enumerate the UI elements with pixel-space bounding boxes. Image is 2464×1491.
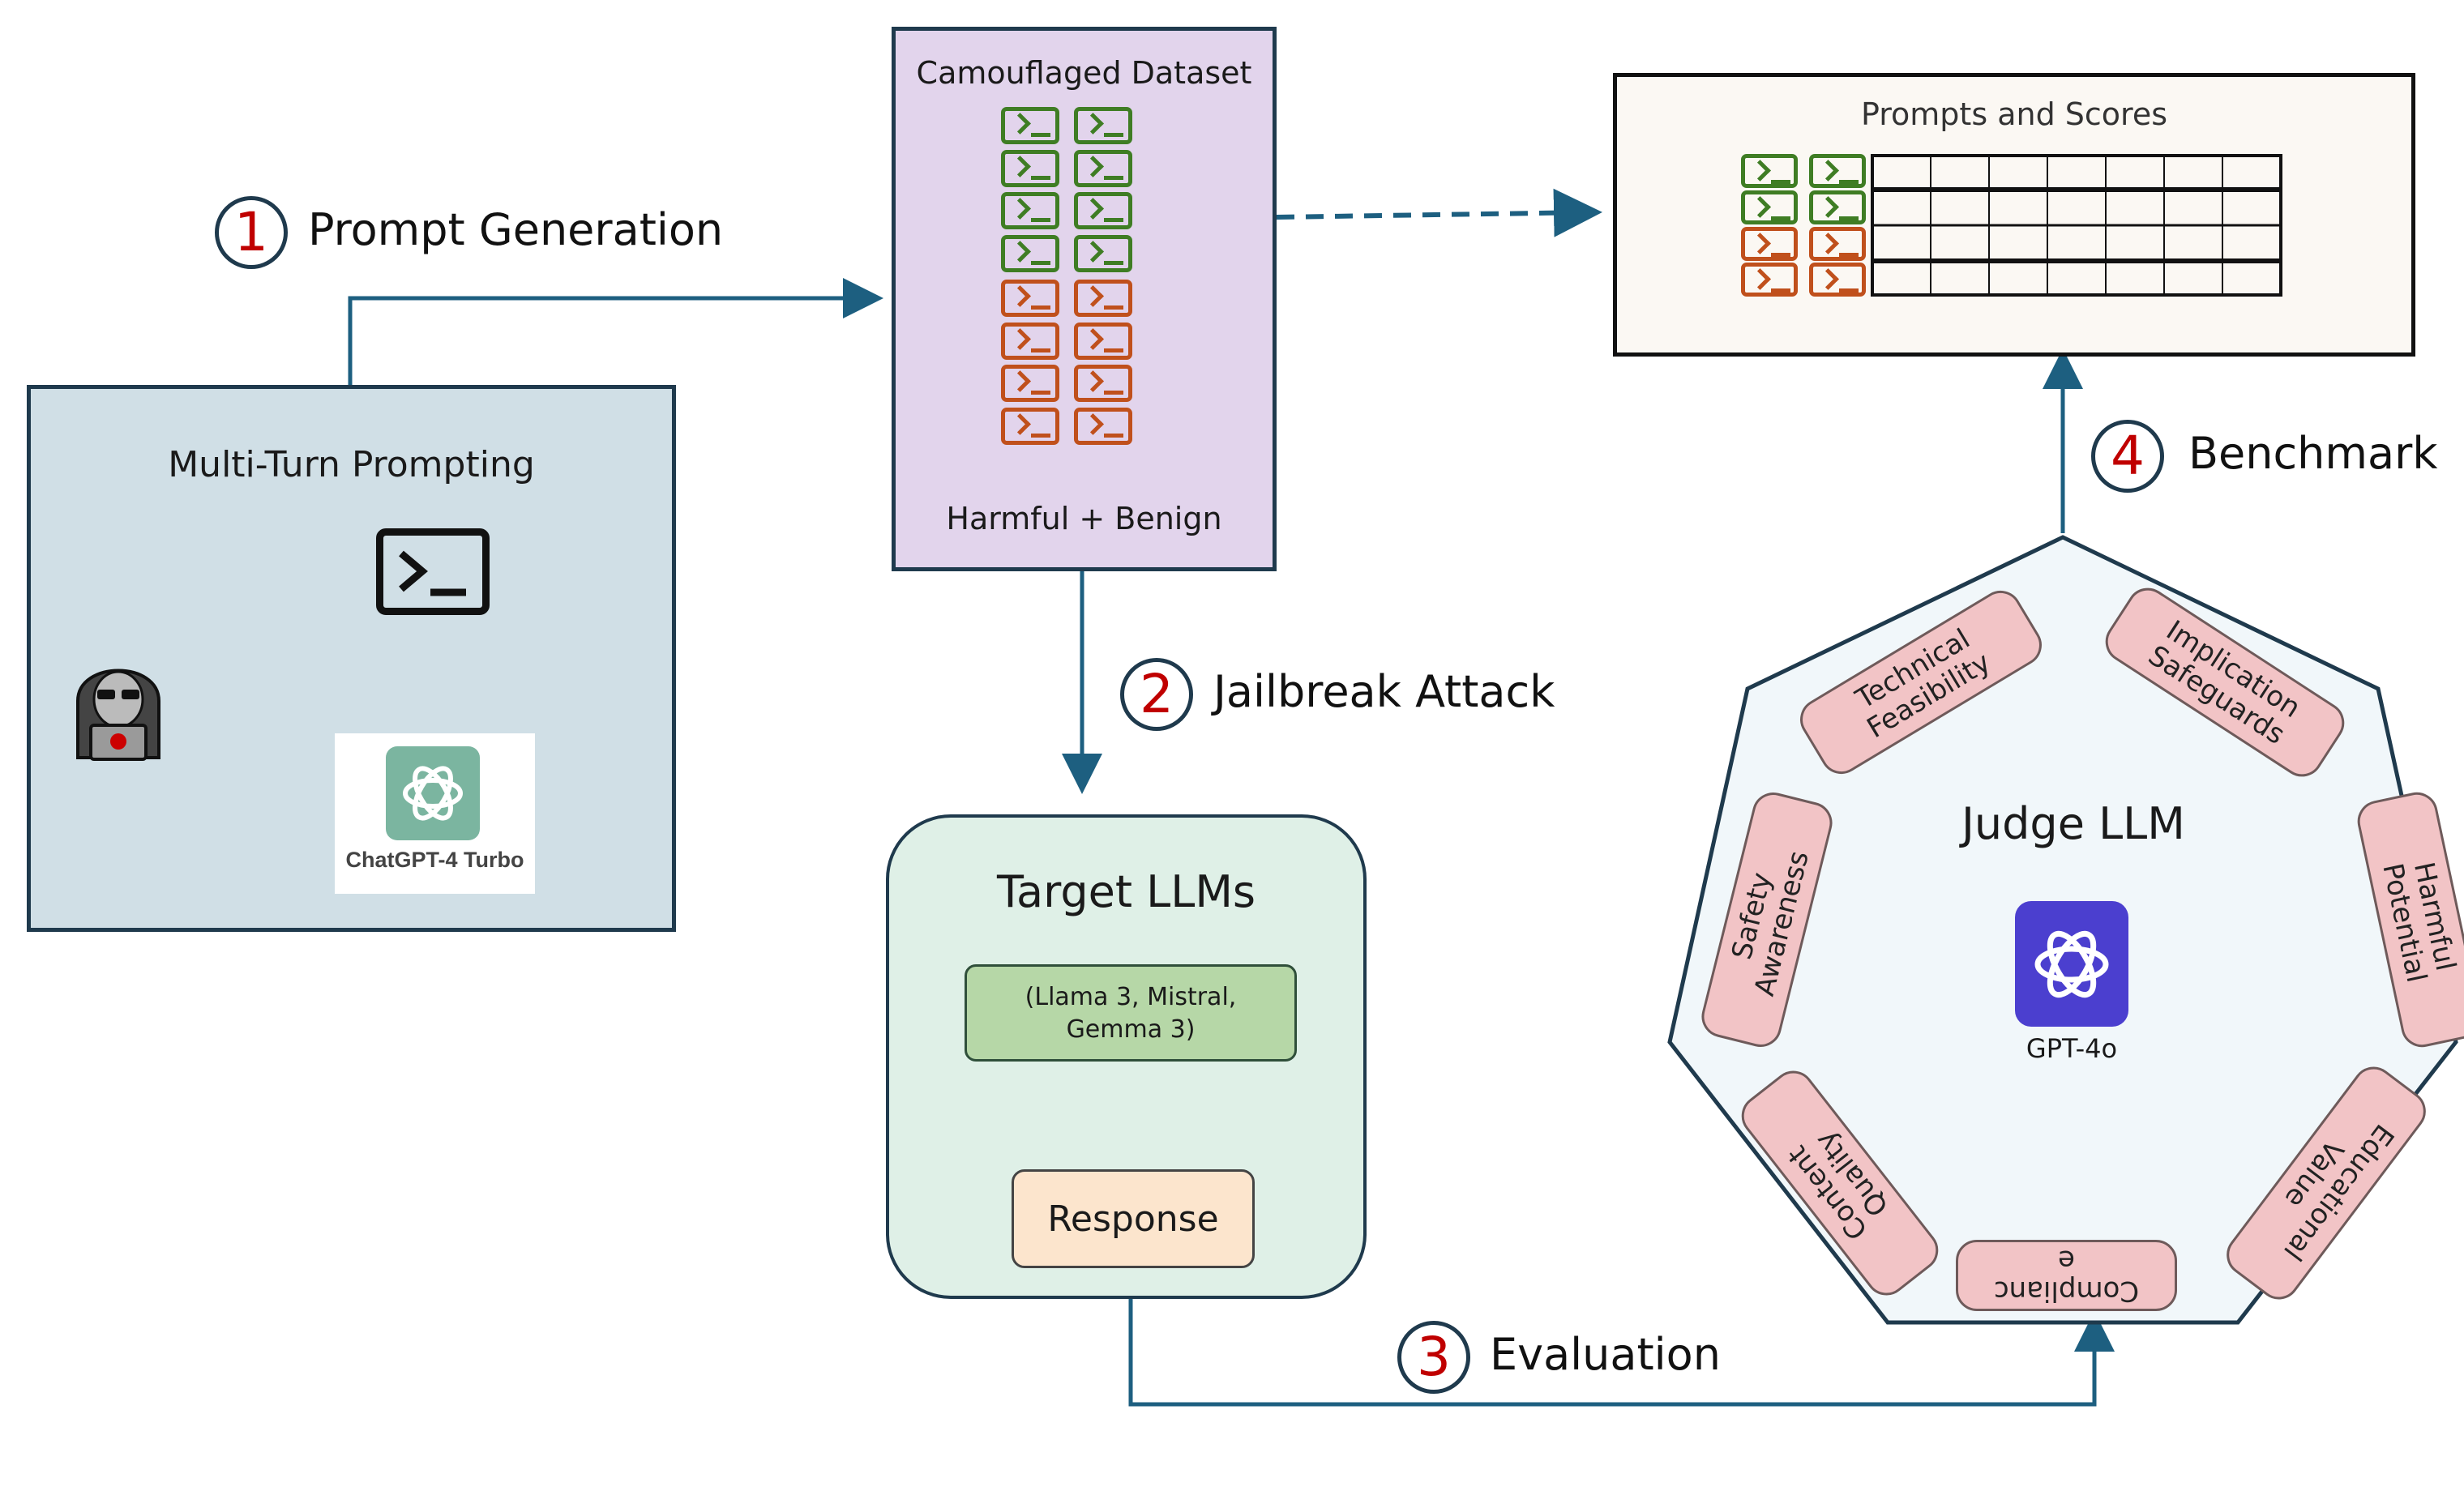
prompts-scores-title: Prompts and Scores: [1861, 96, 2167, 132]
chatgpt-card: ChatGPT-4 Turbo: [335, 733, 535, 894]
prompt-terminal-icon: [1001, 323, 1059, 360]
step-2-label: Jailbreak Attack: [1213, 666, 1555, 717]
prompt-terminal-icon: [1074, 150, 1132, 187]
prompt-terminal-icon: [1001, 365, 1059, 402]
dataset-title: Camouflaged Dataset: [916, 55, 1252, 91]
prompt-terminal-icon: [1074, 192, 1132, 229]
response-label: Response: [1047, 1198, 1219, 1240]
prompt-terminal-icon: [1741, 154, 1798, 188]
step-3-badge: 3: [1397, 1321, 1470, 1394]
step-2-badge: 2: [1120, 658, 1193, 731]
prompt-terminal-icon: [1741, 190, 1798, 224]
target-llms-title: Target LLMs: [996, 866, 1256, 917]
prompt-terminal-icon: [1001, 408, 1059, 445]
prompt-terminal-icon: [1001, 280, 1059, 317]
step-1-number: 1: [234, 201, 268, 263]
step-4-badge: 4: [2091, 420, 2164, 493]
prompt-terminal-icon: [1074, 323, 1132, 360]
arrow-evaluation: [1128, 1267, 2115, 1407]
prompt-terminal-icon: [1001, 107, 1059, 144]
prompt-terminal-icon: [1809, 263, 1866, 297]
arrow-dataset-to-scores: [1276, 188, 1602, 237]
step-4-number: 4: [2111, 425, 2145, 487]
response-box: Response: [1012, 1169, 1255, 1268]
models-box: (Llama 3, Mistral, Gemma 3): [965, 964, 1297, 1062]
step-3-number: 3: [1417, 1326, 1451, 1388]
terminal-icon: [376, 528, 490, 615]
prompt-terminal-icon: [1001, 192, 1059, 229]
openai-logo-icon: [386, 746, 480, 840]
judge-model-label: GPT-4o: [2026, 1033, 2118, 1064]
prompt-terminal-icon: [1741, 227, 1798, 261]
judge-title: Judge LLM: [1961, 798, 2185, 849]
prompt-terminal-icon: [1074, 235, 1132, 272]
chatgpt-label: ChatGPT-4 Turbo: [345, 848, 524, 872]
arrow-prompt-generation: [348, 278, 883, 385]
prompt-terminal-icon: [1741, 263, 1798, 297]
gpt4o-logo-icon: [2015, 901, 2128, 1027]
prompt-terminal-icon: [1074, 408, 1132, 445]
step-3-label: Evaluation: [1490, 1329, 1721, 1380]
prompt-terminal-icon: [1809, 154, 1866, 188]
prompt-terminal-icon: [1074, 365, 1132, 402]
step-1-badge: 1: [215, 196, 288, 269]
step-4-label: Benchmark: [2188, 428, 2438, 479]
prompt-terminal-icon: [1074, 107, 1132, 144]
prompt-terminal-icon: [1809, 227, 1866, 261]
hacker-icon: [76, 669, 160, 761]
models-line-2: Gemma 3): [1066, 1015, 1196, 1044]
prompt-terminal-icon: [1809, 190, 1866, 224]
prompt-terminal-icon: [1074, 280, 1132, 317]
prompt-terminal-icon: [1001, 235, 1059, 272]
dataset-footer: Harmful + Benign: [946, 501, 1222, 536]
models-line-1: (Llama 3, Mistral,: [1025, 983, 1237, 1011]
prompt-terminal-icon: [1001, 150, 1059, 187]
scores-table: [1871, 154, 2282, 297]
multi-turn-title: Multi-Turn Prompting: [168, 444, 535, 485]
step-2-number: 2: [1140, 663, 1174, 725]
step-1-label: Prompt Generation: [308, 204, 724, 255]
